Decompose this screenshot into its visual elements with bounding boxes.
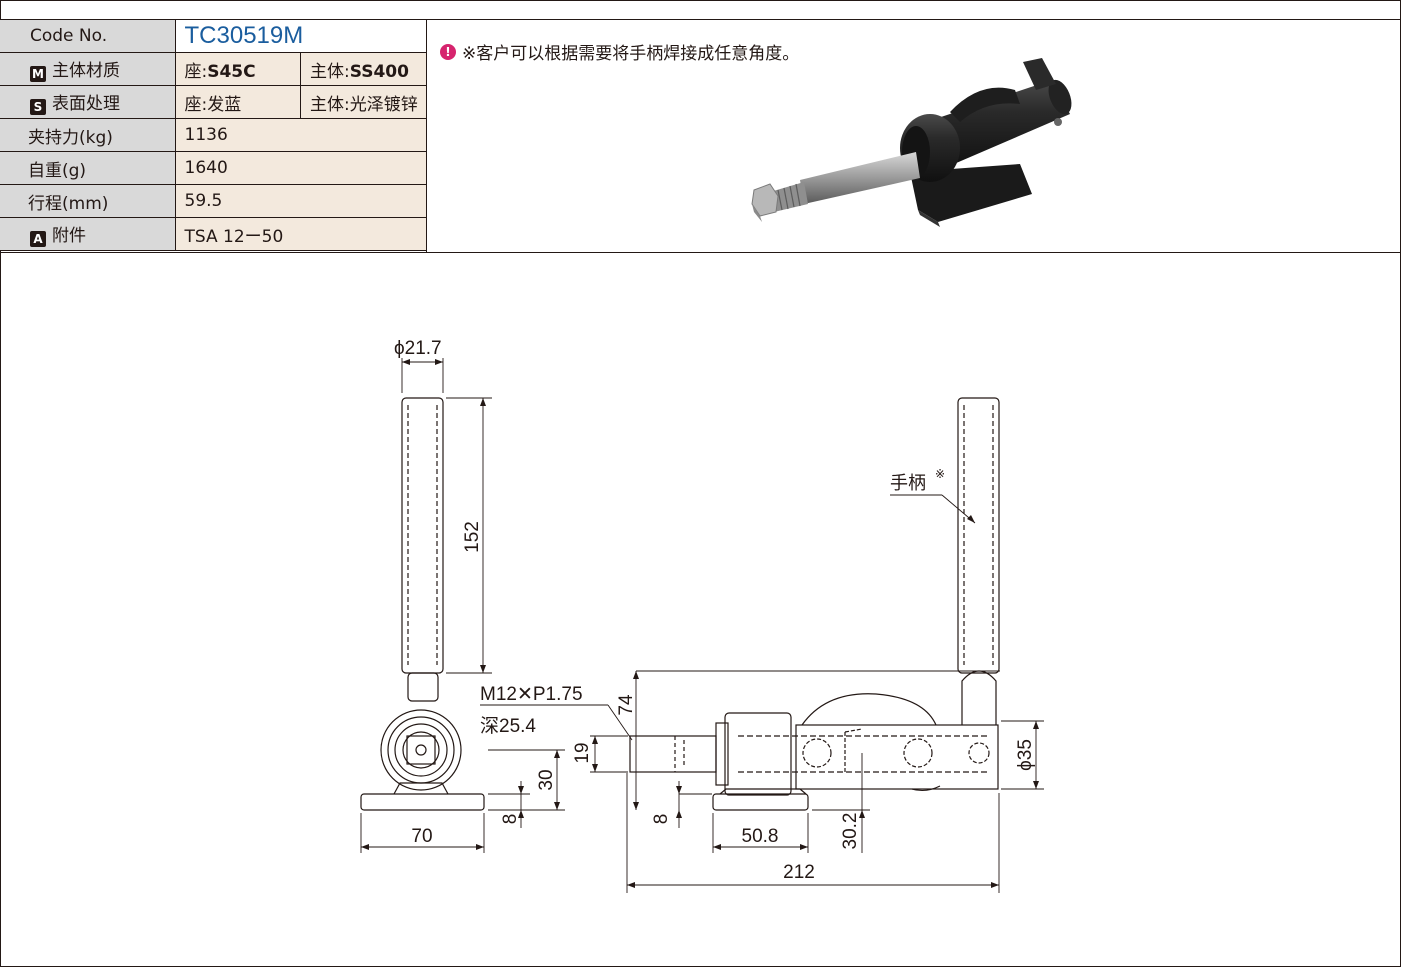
material-body-value: SS400: [349, 61, 409, 82]
dim-phi35: ϕ35: [1015, 739, 1036, 771]
section-divider: [0, 252, 1401, 253]
note-text: ※客户可以根据需要将手柄焊接成任意角度。: [462, 44, 800, 64]
code-value: TC30519M: [175, 20, 426, 53]
exclamation-icon: !: [440, 43, 456, 60]
spec-row-clamp-force: 夹持力(kg) 1136: [0, 118, 426, 152]
accessory-value: TSA 12ー50: [175, 217, 426, 251]
spec-row-stroke: 行程(mm) 59.5: [0, 184, 426, 218]
top-rule: [0, 19, 1401, 20]
stroke-label: 行程(mm): [0, 184, 176, 218]
accessory-label: A 附件: [0, 217, 176, 251]
dim-30-2: 30.2: [840, 813, 861, 850]
accessory-label-text: 附件: [52, 226, 86, 246]
clamp-force-label: 夹持力(kg): [0, 118, 176, 152]
material-label: M 主体材质: [0, 52, 176, 86]
thread-label-line2: 深25.4: [480, 715, 536, 737]
technical-drawing: ϕ21.7 152 M12✕P1.75 深25.4 74 19 30 8 70 …: [360, 338, 1044, 893]
material-body-prefix: 主体:: [310, 61, 350, 82]
dim-30: 30: [536, 769, 557, 790]
dim-phi21-7: ϕ21.7: [394, 338, 442, 359]
material-icon: M: [30, 66, 46, 82]
spec-row-accessory: A 附件 TSA 12ー50: [0, 217, 426, 251]
spec-row-material: M 主体材质 座:S45C 主体:SS400: [0, 52, 426, 86]
dim-70: 70: [411, 826, 432, 847]
clamp-force-value: 1136: [175, 118, 426, 152]
dim-50-8: 50.8: [742, 826, 779, 847]
dim-74: 74: [616, 694, 637, 716]
surface-body: 主体:光泽镀锌: [300, 85, 426, 119]
product-image: [751, 58, 1072, 227]
material-seat-prefix: 座:: [184, 61, 208, 82]
dim-8-right: 8: [651, 814, 672, 825]
weight-label: 自重(g): [0, 151, 176, 185]
material-body: 主体:SS400: [300, 52, 426, 86]
surface-seat: 座:发蓝: [175, 85, 301, 119]
dim-19: 19: [572, 742, 593, 763]
stroke-value: 59.5: [175, 184, 426, 218]
material-label-text: 主体材质: [52, 61, 120, 81]
accessory-icon: A: [30, 231, 46, 247]
spec-divider: [426, 19, 427, 253]
dim-212: 212: [783, 862, 815, 883]
spec-row-code: Code No. TC30519M: [0, 20, 426, 53]
note: ! ※客户可以根据需要将手柄焊接成任意角度。: [440, 39, 799, 64]
thread-label-line1: M12✕P1.75: [480, 684, 583, 705]
spec-row-surface: S 表面处理 座:发蓝 主体:光泽镀锌: [0, 85, 426, 119]
surface-icon: S: [30, 99, 46, 115]
spec-row-weight: 自重(g) 1640: [0, 151, 426, 185]
code-label: Code No.: [0, 20, 176, 53]
dim-8-left: 8: [500, 814, 521, 825]
handle-note-mark: ※: [935, 467, 945, 481]
weight-value: 1640: [175, 151, 426, 185]
material-seat: 座:S45C: [175, 52, 301, 86]
material-seat-value: S45C: [207, 61, 256, 82]
surface-label: S 表面处理: [0, 85, 176, 119]
surface-label-text: 表面处理: [52, 94, 120, 114]
dim-152: 152: [462, 521, 483, 553]
handle-label: 手柄: [890, 473, 926, 494]
